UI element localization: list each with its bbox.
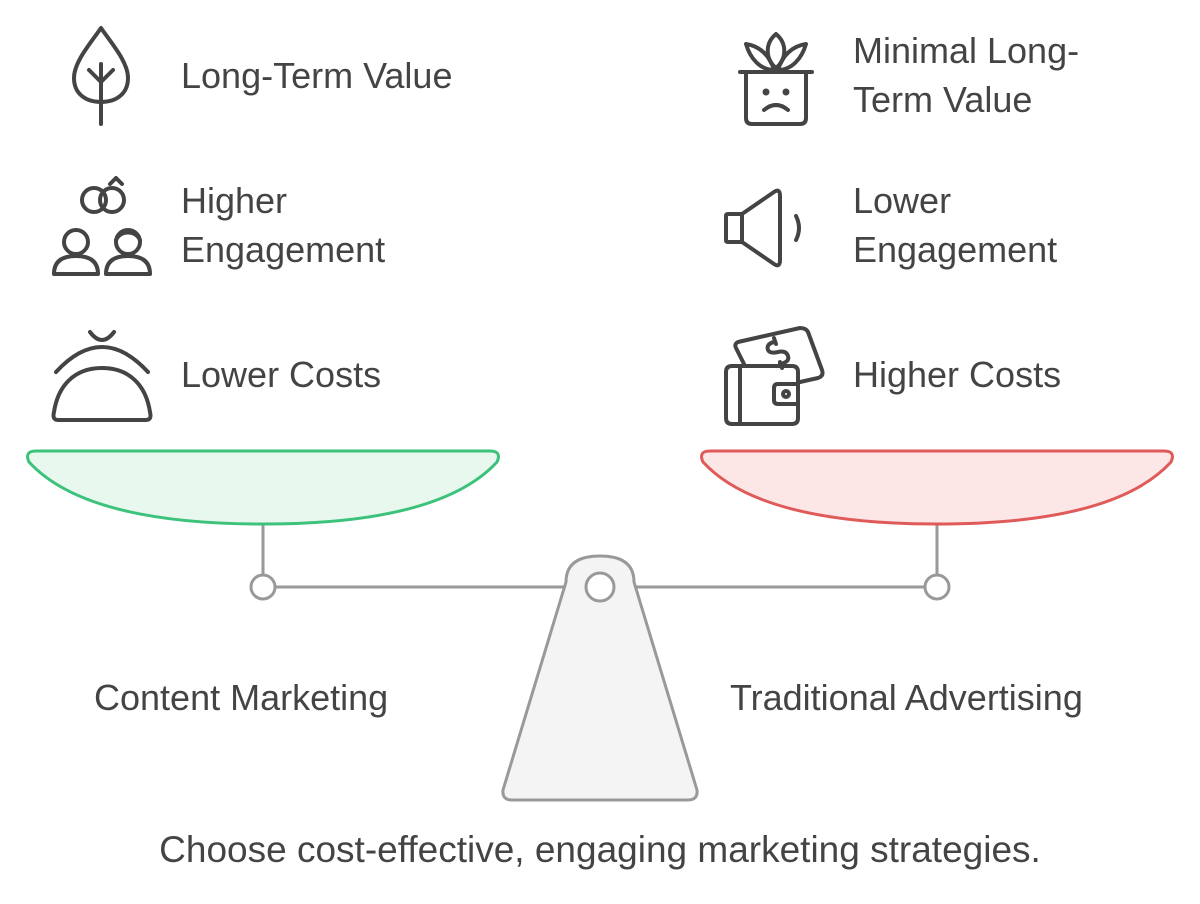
left-option-label: Content Marketing xyxy=(94,677,389,718)
right-joint xyxy=(923,573,951,601)
conclusion-text: Choose cost-effective, engaging marketin… xyxy=(159,829,1041,870)
fulcrum xyxy=(501,554,699,802)
right-pan xyxy=(700,449,1174,526)
fulcrum-pivot xyxy=(584,571,616,603)
left-item-engagement-line2: Engagement xyxy=(181,229,386,270)
left-item-lower-costs: Lower Costs xyxy=(181,354,382,395)
left-joint xyxy=(249,573,277,601)
wilted-plant-icon xyxy=(736,30,816,128)
people-link-icon xyxy=(50,176,154,280)
wallet-money-icon xyxy=(722,326,830,428)
right-item-engagement-line2: Engagement xyxy=(853,229,1058,270)
speaker-low-icon xyxy=(724,188,808,268)
left-item-long-term-value: Long-Term Value xyxy=(181,55,453,96)
right-item-engagement-line1: Lower xyxy=(853,180,952,221)
right-option-label: Traditional Advertising xyxy=(730,677,1083,718)
right-item-long-term-value-line1: Minimal Long- xyxy=(853,30,1080,71)
left-pan xyxy=(26,449,500,526)
coin-purse-icon xyxy=(50,326,154,426)
right-item-higher-costs: Higher Costs xyxy=(853,354,1062,395)
right-item-long-term-value-line2: Term Value xyxy=(853,79,1033,120)
left-item-engagement-line1: Higher xyxy=(181,180,288,221)
tree-icon xyxy=(64,24,138,128)
